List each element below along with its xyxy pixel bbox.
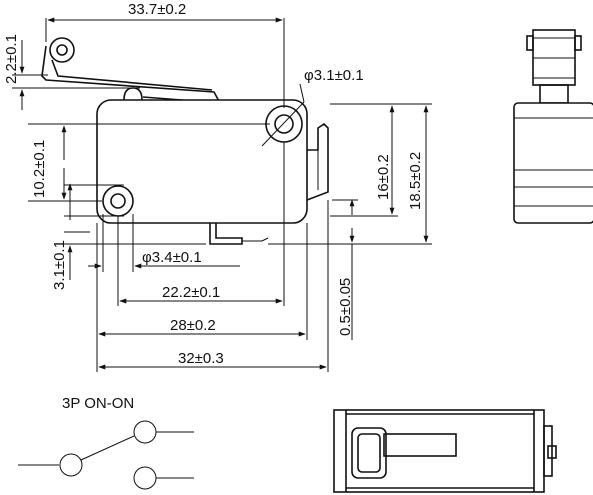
dim-hole-diameter-bottom: φ3.4±0.1 — [142, 249, 202, 266]
side-view — [513, 29, 593, 224]
dim-hole-diameter-top: φ3.1±0.1 — [304, 67, 364, 84]
switch-schematic: 3P ON-ON — [18, 395, 194, 490]
dim-terminal-offset: 0.5±0.05 — [337, 278, 354, 336]
top-body — [333, 409, 545, 493]
schematic-label: 3P ON-ON — [62, 395, 134, 412]
common-terminal — [59, 453, 83, 477]
top-view — [333, 409, 557, 493]
dim-hole-spacing: 22.2±0.1 — [162, 284, 220, 301]
lower-terminal — [133, 466, 157, 490]
bottom-mount-hole — [110, 193, 126, 209]
dim-top-length: 33.7±0.2 — [128, 1, 186, 18]
roller — [49, 37, 75, 63]
upper-terminal — [133, 420, 157, 444]
dim-body-width: 28±0.2 — [170, 317, 216, 334]
bottom-terminal — [209, 223, 243, 245]
front-view: 33.7±0.2 2.2±0.1 φ3.1±0.1 10.2±0.1 3.1±0… — [3, 1, 432, 372]
dim-body-height: 16±0.2 — [375, 154, 392, 200]
side-body — [513, 102, 593, 224]
lever-arm — [41, 45, 222, 104]
dim-lever-height: 2.2±0.1 — [3, 34, 20, 84]
switch-body — [96, 99, 308, 224]
dim-overall-height: 18.5±0.2 — [407, 152, 424, 210]
dim-overall-width: 32±0.3 — [178, 350, 224, 367]
dim-hole-offset: 3.1±0.1 — [51, 240, 68, 290]
top-mount-hole — [274, 114, 294, 134]
dim-hole-vertical-spacing: 10.2±0.1 — [31, 140, 48, 198]
